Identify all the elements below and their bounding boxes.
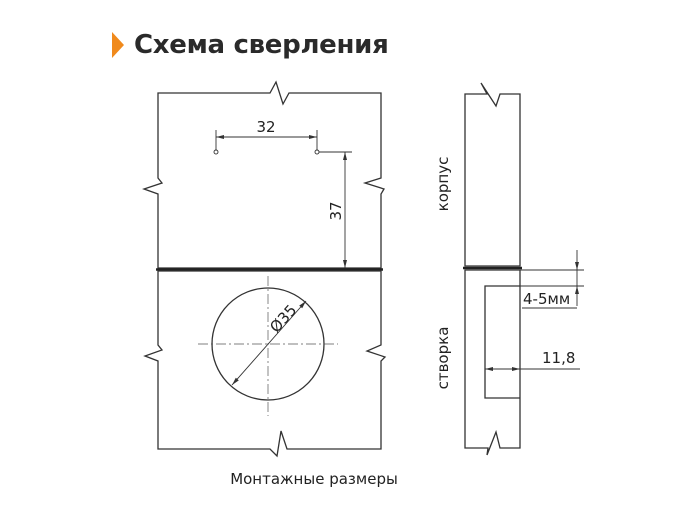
stvorka-label: створка [434,327,452,390]
page-title: Схема сверления [134,30,389,60]
side-lower-outline [464,269,521,456]
upper-panel-outline [142,80,385,269]
side-upper-outline [464,82,521,267]
cup-recess [484,285,520,399]
korpus-label: корпус [434,157,452,212]
dimension-d35-label: Ø35 [266,301,300,336]
lower-panel-outline [143,270,387,458]
diagram-caption: Монтажные размеры [230,470,398,488]
dimension-37-label: 37 [327,201,345,220]
dimension-11-8: 11,8 [485,349,580,371]
dimension-11-8-label: 11,8 [542,349,575,367]
chevron-right-icon [112,32,124,58]
dimension-37: 37 [319,151,352,268]
page-header: Схема сверления [112,30,389,60]
dimension-32: 32 [213,118,320,155]
dimension-32-label: 32 [256,118,275,136]
dimension-4-5mm: 4-5мм [520,250,584,309]
cup-hole: Ø35 [198,276,338,416]
dimension-4-5mm-label: 4-5мм [523,290,570,308]
